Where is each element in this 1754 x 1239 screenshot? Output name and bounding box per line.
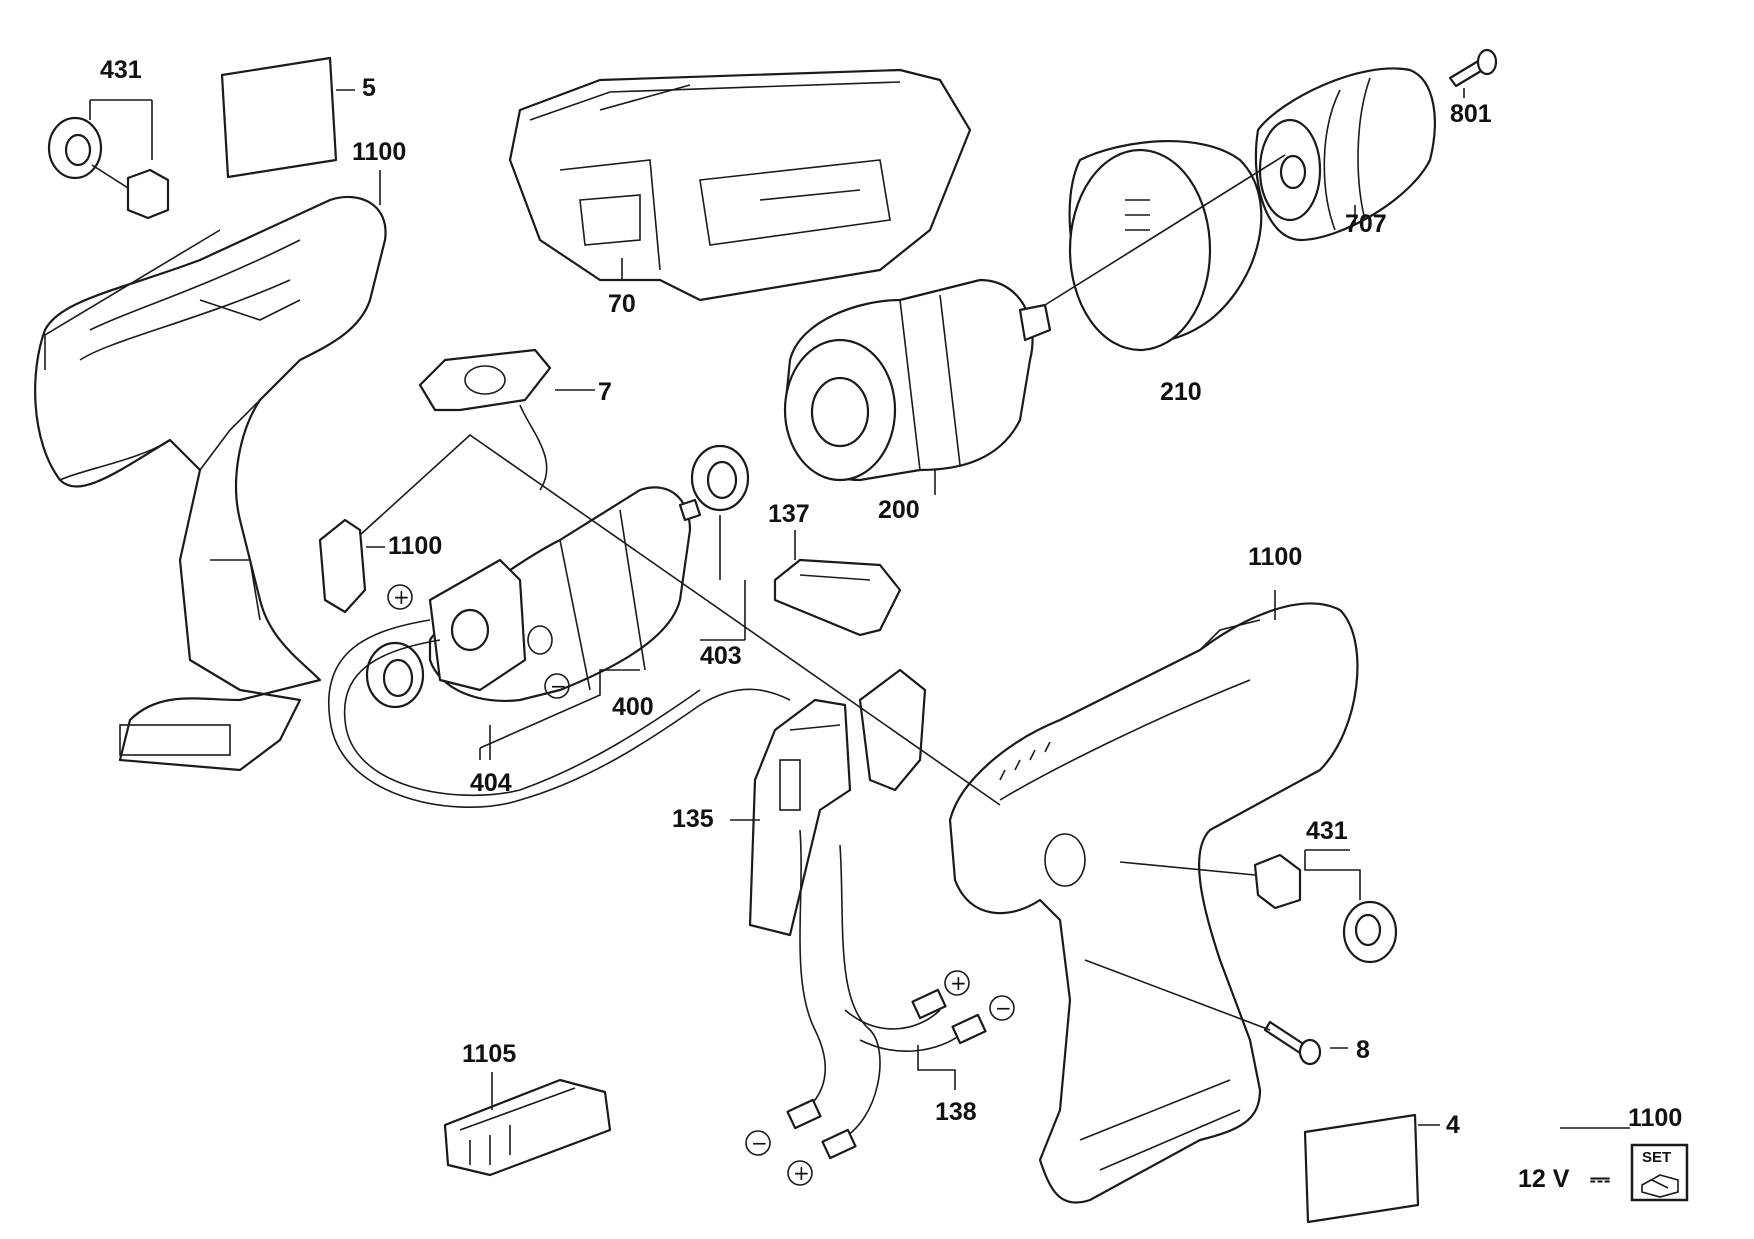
callout-707: 707 [1345, 210, 1387, 238]
callout-4: 4 [1446, 1111, 1460, 1139]
voltage-set-badge: 12 V ⎓ SET [1518, 1143, 1689, 1202]
bearing-ring [690, 444, 750, 512]
keyless-chuck [1254, 67, 1436, 242]
callout-431-top: 431 [100, 56, 142, 84]
callout-137: 137 [768, 500, 810, 528]
polarity-minus-motor: − [550, 674, 567, 698]
callout-1105: 1105 [462, 1040, 516, 1068]
battery-contact-1105 [443, 1078, 612, 1177]
label-plate-4 [1303, 1113, 1420, 1224]
set-label: SET [1642, 1149, 1671, 1166]
left-housing-half [34, 195, 387, 772]
polarity-plus-lower: + [793, 1161, 810, 1185]
callouts: 431 5 1100 70 801 707 210 7 200 137 1100… [100, 56, 1682, 1139]
screw-8 [1263, 1020, 1322, 1066]
wire-connectors-138 [786, 988, 987, 1160]
gearbox-200 [783, 278, 1052, 482]
label-plate-5 [220, 56, 338, 179]
direction-switch [773, 558, 902, 637]
callout-7: 7 [598, 378, 612, 406]
callout-200: 200 [878, 496, 920, 524]
callout-403: 403 [700, 642, 742, 670]
motor-400 [428, 486, 702, 702]
callout-135: 135 [672, 805, 714, 833]
brush-holder-top [47, 116, 170, 220]
battery-terminal [318, 518, 367, 614]
carry-case [508, 68, 972, 302]
callout-70: 70 [608, 290, 636, 318]
polarity-minus-wire: − [995, 996, 1012, 1020]
polarity-minus-lower: − [751, 1131, 768, 1155]
dc-symbol: ⎓ [1590, 1165, 1610, 1193]
callout-431-right: 431 [1306, 817, 1348, 845]
voltage-label: 12 V [1518, 1165, 1570, 1193]
callout-1100-mid: 1100 [388, 532, 442, 560]
polarity-symbols: + − + − − + [387, 584, 1015, 1186]
set-box-icon [1641, 1174, 1679, 1198]
right-housing-half [948, 602, 1359, 1204]
motor-wire-loop [327, 619, 791, 809]
polarity-plus-motor: + [393, 585, 410, 609]
callout-210: 210 [1160, 378, 1202, 406]
callout-5: 5 [362, 74, 376, 102]
callout-801: 801 [1450, 100, 1492, 128]
leader-lines [44, 88, 1630, 1129]
brush-holder-right [1253, 853, 1398, 964]
polarity-plus-wire: + [950, 971, 967, 995]
callout-8: 8 [1356, 1036, 1370, 1064]
magnet-ring [365, 641, 425, 709]
callout-1100-right: 1100 [1248, 543, 1302, 571]
callout-138: 138 [935, 1098, 977, 1126]
screw-801 [1448, 48, 1498, 88]
gear-cover-210 [1044, 140, 1286, 352]
callout-400: 400 [612, 693, 654, 721]
callout-404: 404 [470, 769, 512, 797]
switch-cover-7 [418, 348, 552, 491]
callout-1100-set: 1100 [1628, 1104, 1682, 1132]
callout-1100-top: 1100 [352, 138, 406, 166]
